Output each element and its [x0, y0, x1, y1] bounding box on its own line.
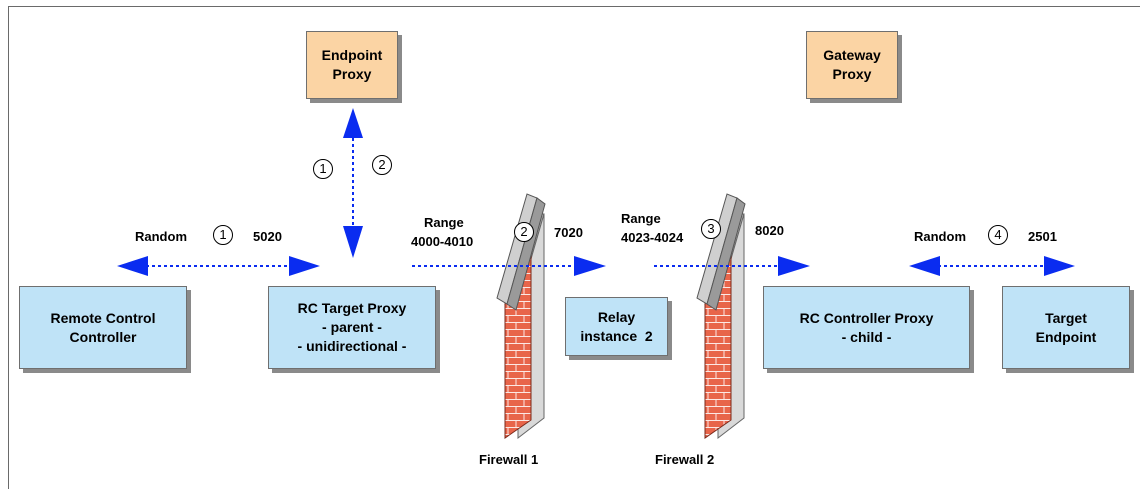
- relay-instance-box: Relay instance 2: [565, 297, 668, 356]
- endpoint-proxy-box: Endpoint Proxy: [306, 31, 398, 99]
- step-1-random-badge: 1: [213, 225, 233, 245]
- arrow-controller-proxy-to-endpoint: [909, 256, 1075, 276]
- step-1-vertical-badge: 1: [313, 159, 333, 179]
- remote-control-controller-line-2: Controller: [69, 328, 137, 345]
- step-2-firewall-badge: 2: [514, 222, 534, 242]
- firewall-2-label: Firewall 2: [655, 452, 715, 467]
- gateway-proxy-line-1: Gateway: [823, 47, 881, 63]
- range-left-title: Range: [424, 215, 464, 230]
- port-7020-label: 7020: [554, 225, 583, 240]
- relay-instance-line-2: instance 2: [580, 327, 653, 344]
- arrow-through-firewall-1: [412, 256, 606, 276]
- relay-instance-line-1: Relay: [597, 308, 636, 325]
- rc-target-proxy-line-3: - unidirectional -: [297, 338, 407, 354]
- random-right-label: Random: [914, 229, 966, 244]
- target-endpoint-line-1: Target: [1045, 309, 1087, 326]
- firewall-1-icon: [496, 193, 546, 440]
- arrow-through-firewall-2: [654, 256, 810, 276]
- gateway-proxy-line-2: Proxy: [832, 66, 872, 82]
- port-2501-label: 2501: [1028, 229, 1057, 244]
- range-right-value: 4023-4024: [621, 230, 684, 245]
- range-right-title: Range: [621, 211, 661, 226]
- range-left-value: 4000-4010: [411, 234, 474, 249]
- step-3-firewall-badge: 3: [701, 219, 721, 239]
- port-8020-label: 8020: [755, 223, 784, 238]
- arrow-target-proxy-to-endpoint-proxy: [343, 108, 363, 258]
- rc-target-proxy-line-2: - parent -: [322, 319, 382, 335]
- port-5020-label: 5020: [253, 229, 282, 244]
- step-4-random-badge: 4: [988, 225, 1008, 245]
- arrow-controller-to-target-proxy: [117, 256, 320, 276]
- firewall-1-label: Firewall 1: [479, 452, 539, 467]
- rc-target-proxy-box: RC Target Proxy - parent - - unidirectio…: [268, 286, 436, 369]
- diagram-frame: [8, 6, 1140, 489]
- gateway-proxy-box: Gateway Proxy: [806, 31, 898, 99]
- endpoint-proxy-line-2: Proxy: [332, 66, 372, 82]
- random-left-label: Random: [135, 229, 187, 244]
- step-2-vertical-badge: 2: [372, 155, 392, 175]
- rc-controller-proxy-line-2: - child -: [841, 328, 892, 345]
- rc-controller-proxy-line-1: RC Controller Proxy: [799, 309, 934, 326]
- firewall-2-icon: [696, 193, 746, 440]
- remote-control-controller-box: Remote Control Controller: [19, 286, 187, 369]
- target-endpoint-box: Target Endpoint: [1002, 286, 1130, 369]
- remote-control-controller-line-1: Remote Control: [50, 309, 156, 326]
- target-endpoint-line-2: Endpoint: [1035, 328, 1097, 345]
- rc-target-proxy-line-1: RC Target Proxy: [297, 300, 407, 316]
- rc-controller-proxy-box: RC Controller Proxy - child -: [763, 286, 970, 369]
- endpoint-proxy-line-1: Endpoint: [321, 47, 383, 63]
